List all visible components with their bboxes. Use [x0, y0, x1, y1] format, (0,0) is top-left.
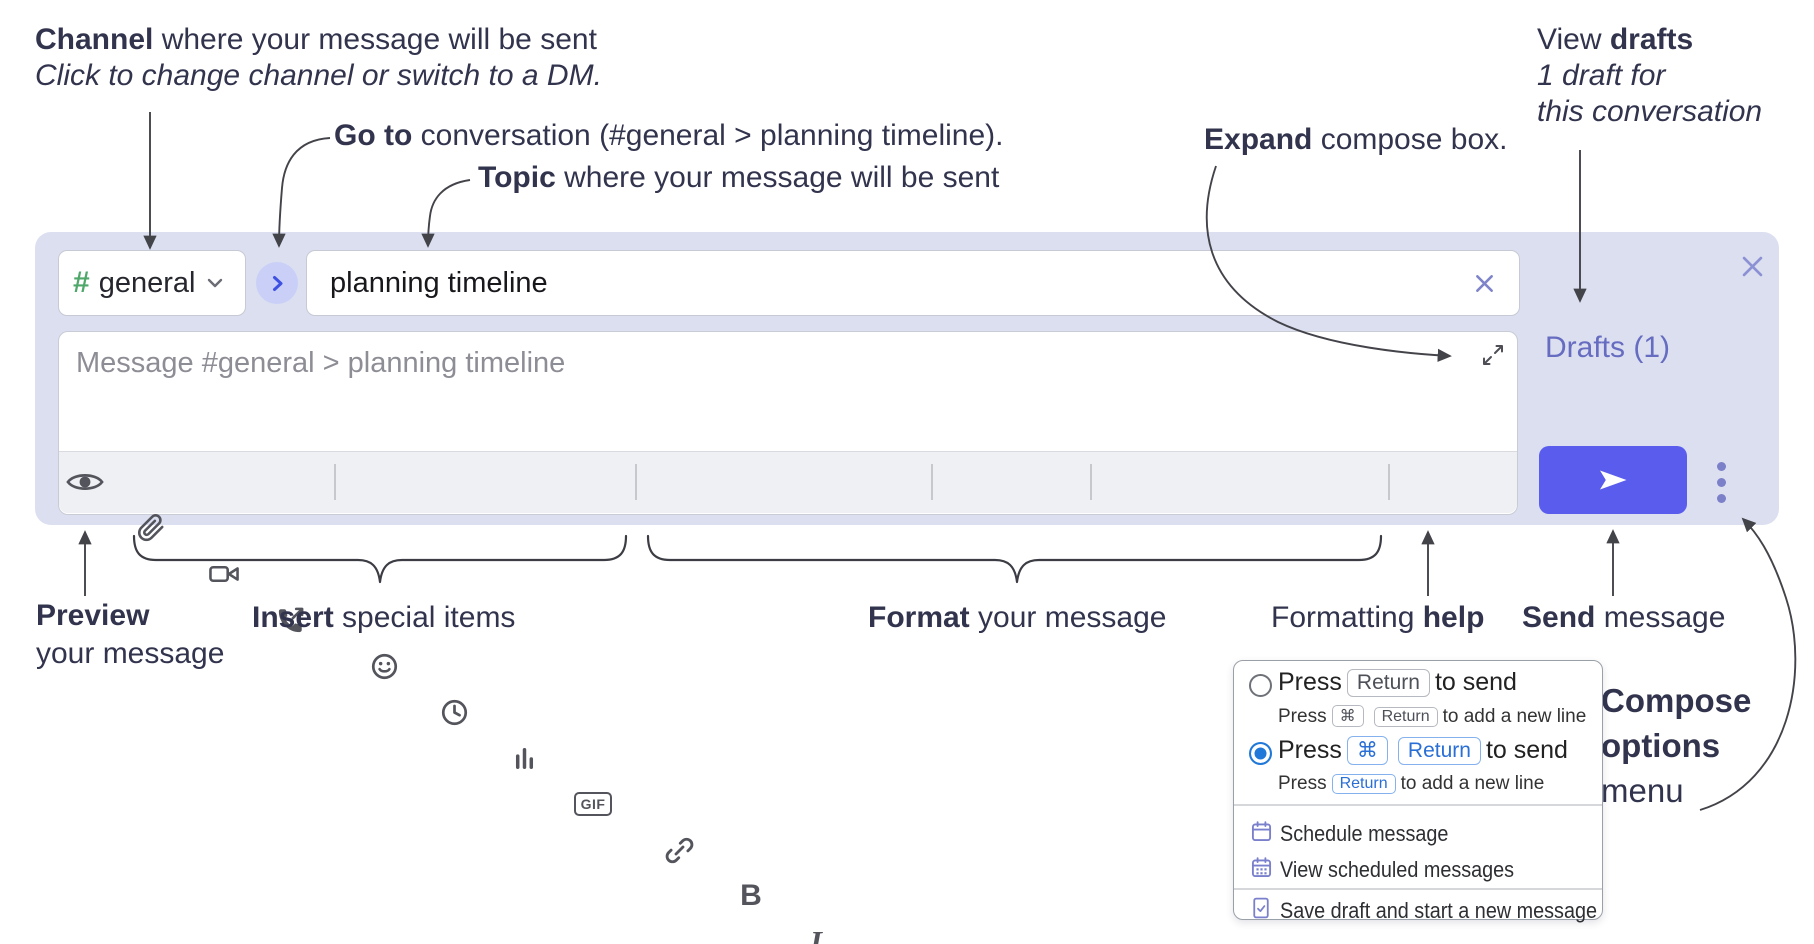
- eye-icon: [66, 474, 104, 490]
- italic-icon: I: [809, 924, 823, 944]
- toolbar-divider: [1388, 464, 1390, 500]
- annotation-formatting-help: Formatting help: [1271, 601, 1485, 634]
- annotation-insert: Insert special items: [252, 601, 516, 634]
- poll-button[interactable]: [501, 735, 547, 781]
- phone-outgoing-icon: [278, 607, 303, 632]
- return-key: Return: [1331, 774, 1396, 794]
- topic-input[interactable]: [306, 250, 1520, 316]
- annotation-format: Format your message: [868, 601, 1167, 634]
- toolbar-divider: [931, 464, 933, 500]
- video-call-button[interactable]: [201, 551, 247, 597]
- popup-divider: [1234, 804, 1602, 806]
- toolbar-divider: [334, 464, 336, 500]
- global-time-button[interactable]: [431, 689, 477, 735]
- expand-compose-button[interactable]: [1478, 340, 1508, 370]
- popup-divider: [1234, 888, 1602, 890]
- close-icon: [1475, 274, 1493, 292]
- send-button[interactable]: [1539, 446, 1687, 514]
- return-key: Return: [1346, 669, 1430, 697]
- menu-item-schedule-message[interactable]: Schedule message: [1280, 821, 1449, 846]
- smiley-icon: [371, 653, 397, 679]
- bold-button[interactable]: B: [728, 873, 774, 919]
- bar-chart-icon: [515, 747, 533, 769]
- clear-topic-button[interactable]: [1468, 267, 1500, 299]
- calendar-grid-icon: [1248, 854, 1274, 880]
- gif-button[interactable]: GIF: [570, 781, 616, 827]
- cmd-key: ⌘: [1346, 736, 1388, 765]
- attach-file-button[interactable]: [128, 505, 174, 551]
- annotation-channel-sub: Click to change channel or switch to a D…: [35, 59, 602, 92]
- close-compose-button[interactable]: [1735, 249, 1769, 283]
- kebab-dot: [1716, 493, 1726, 503]
- annotation-compose-options: Compose options menu: [1601, 682, 1752, 809]
- channel-hash-icon: #: [73, 266, 90, 299]
- drafts-link[interactable]: Drafts (1): [1545, 331, 1671, 364]
- kebab-dot: [1716, 461, 1726, 471]
- annotation-send: Send message: [1522, 601, 1726, 634]
- calendar-icon: [1248, 818, 1274, 844]
- annotation-expand: Expand compose box.: [1204, 123, 1508, 156]
- radio-enter-to-send[interactable]: [1249, 674, 1272, 697]
- go-to-conversation-button[interactable]: [256, 262, 298, 304]
- toolbar-divider: [1090, 464, 1092, 500]
- menu-item-save-draft[interactable]: Save draft and start a new message: [1280, 898, 1597, 923]
- emoji-button[interactable]: [361, 643, 407, 689]
- toolbar-divider: [635, 464, 637, 500]
- clock-icon: [441, 699, 467, 725]
- channel-name: general: [98, 266, 196, 299]
- voice-call-button[interactable]: [267, 597, 313, 643]
- paperclip-icon: [137, 514, 164, 542]
- compose-toolbar: [59, 451, 1517, 513]
- chevron-down-icon: [204, 272, 226, 294]
- video-camera-icon: [209, 565, 239, 583]
- cmd-key: ⌘: [1331, 705, 1364, 727]
- expand-icon: [1483, 345, 1503, 365]
- italic-button[interactable]: I: [793, 919, 839, 944]
- compose-options-menu-button[interactable]: [1702, 456, 1740, 508]
- chevron-right-icon: [267, 273, 288, 294]
- annotation-topic: Topic where your message will be sent: [478, 161, 1000, 194]
- annotation-go-to: Go to conversation (#general > planning …: [334, 119, 1004, 152]
- save-draft-icon: [1248, 895, 1274, 921]
- channel-selector-button[interactable]: # general: [58, 250, 246, 316]
- return-key: Return: [1397, 737, 1481, 765]
- menu-item-view-scheduled[interactable]: View scheduled messages: [1280, 857, 1515, 882]
- annotation-preview: Preview your message: [36, 599, 225, 670]
- annotation-view-drafts: View drafts 1 draft for this conversatio…: [1537, 23, 1763, 128]
- bold-icon: B: [740, 879, 762, 912]
- message-input[interactable]: [74, 345, 1448, 441]
- return-key: Return: [1373, 707, 1438, 727]
- close-icon: [1742, 256, 1762, 276]
- preview-message-button[interactable]: [62, 459, 108, 505]
- kebab-dot: [1716, 477, 1726, 487]
- radio-cmd-enter-to-send[interactable]: [1249, 742, 1272, 765]
- annotation-channel: Channel where your message will be sent: [35, 23, 597, 56]
- send-icon: [1600, 470, 1627, 490]
- link-button[interactable]: [656, 827, 702, 873]
- link-icon: [665, 837, 693, 863]
- gif-icon: GIF: [573, 792, 613, 816]
